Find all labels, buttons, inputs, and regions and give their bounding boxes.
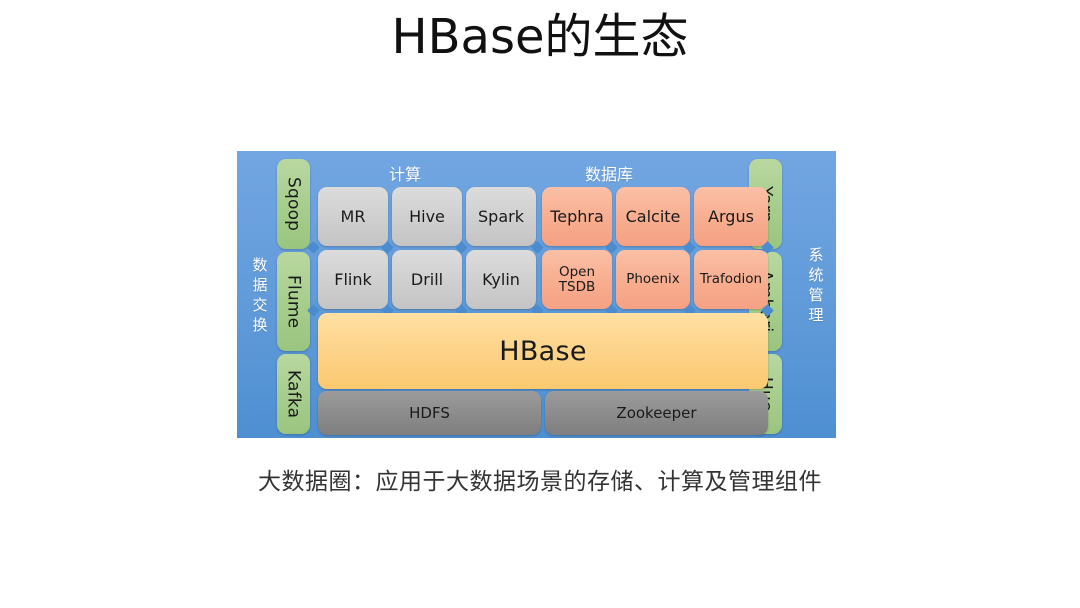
hbase-ecosystem-diagram: 数据交换 系统管理 计算 数据库 Sqoop Flume Kafka Yarn … (237, 151, 836, 438)
tile-tephra[interactable]: Tephra (542, 187, 612, 246)
tile-flume[interactable]: Flume (277, 252, 310, 351)
tile-hive[interactable]: Hive (392, 187, 462, 246)
tile-trafodion[interactable]: Trafodion (694, 250, 768, 309)
tile-flink[interactable]: Flink (318, 250, 388, 309)
tile-calcite[interactable]: Calcite (616, 187, 690, 246)
tile-kafka[interactable]: Kafka (277, 354, 310, 434)
tile-argus[interactable]: Argus (694, 187, 768, 246)
tile-kylin[interactable]: Kylin (466, 250, 536, 309)
tile-drill[interactable]: Drill (392, 250, 462, 309)
group-header-compute: 计算 (389, 165, 422, 184)
tile-hbase[interactable]: HBase (318, 313, 768, 389)
tile-sqoop[interactable]: Sqoop (277, 159, 310, 249)
left-edge-caption: 数据交换 (252, 256, 268, 334)
tile-open-tsdb[interactable]: Open TSDB (542, 250, 612, 309)
tile-spark[interactable]: Spark (466, 187, 536, 246)
slide-caption: 大数据圈：应用于大数据场景的存储、计算及管理组件 (258, 469, 822, 495)
tile-mr[interactable]: MR (318, 187, 388, 246)
page-title: HBase的生态 (391, 9, 689, 65)
tile-phoenix[interactable]: Phoenix (616, 250, 690, 309)
group-header-database: 数据库 (585, 165, 634, 184)
right-edge-caption: 系统管理 (808, 246, 824, 324)
tile-zookeeper[interactable]: Zookeeper (545, 391, 768, 435)
tile-hdfs[interactable]: HDFS (318, 391, 541, 435)
